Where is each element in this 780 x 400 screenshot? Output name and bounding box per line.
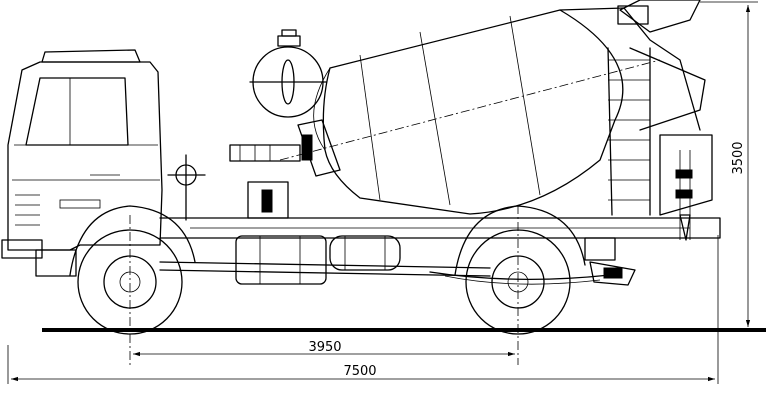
wheelbase-dimension: 3950 bbox=[133, 340, 515, 357]
wheelbase-label: 3950 bbox=[308, 340, 341, 355]
drum-drive bbox=[167, 119, 341, 221]
ground-line bbox=[42, 328, 766, 332]
overall-height-dimension: 3500 bbox=[700, 1, 758, 331]
mixer-drum bbox=[279, 0, 713, 241]
overall-length-label: 7500 bbox=[343, 364, 376, 379]
fuel-tank bbox=[235, 235, 327, 285]
rear-wheel bbox=[454, 205, 586, 335]
air-tank bbox=[329, 235, 401, 271]
overall-height-label: 3500 bbox=[731, 141, 746, 174]
overall-length-dimension: 7500 bbox=[7, 235, 719, 384]
cab bbox=[1, 49, 163, 277]
ladder bbox=[607, 47, 651, 216]
loading-hopper bbox=[619, 0, 701, 33]
chassis-frame bbox=[159, 217, 721, 286]
water-tank bbox=[249, 29, 327, 118]
